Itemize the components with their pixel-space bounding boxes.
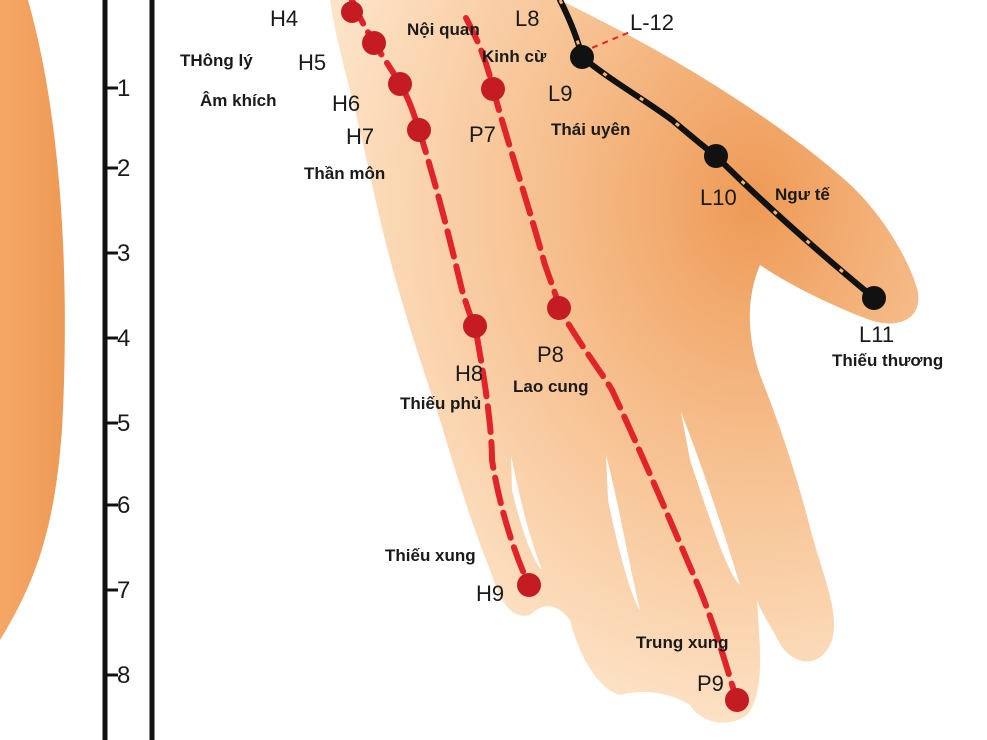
label-l8-name: Kinh cừ	[482, 47, 547, 66]
point-h8	[463, 314, 487, 338]
ruler-tick-label: 3	[117, 240, 130, 267]
ruler-tick-label: 1	[117, 75, 130, 102]
point-h9	[517, 573, 541, 597]
point-h5	[362, 31, 386, 55]
point-l9	[570, 45, 594, 69]
label-p7-name: Nội quan	[407, 20, 480, 39]
label-h8-name: Thiếu phủ	[400, 394, 481, 413]
point-l10	[704, 144, 728, 168]
hand-silhouette	[330, 0, 918, 723]
label-h7-code: H7	[346, 124, 374, 149]
label-p7-code: P7	[469, 122, 496, 147]
label-l11-name: Thiếu thương	[832, 351, 943, 370]
label-h9-code: H9	[476, 581, 504, 606]
label-h5-name: THông lý	[180, 51, 253, 70]
label-h6-name: Âm khích	[200, 91, 277, 110]
label-h9-name: Thiếu xung	[385, 546, 476, 565]
ruler-tick-label: 8	[117, 662, 130, 689]
ruler-tick-label: 5	[117, 410, 130, 437]
measurement-ruler: 1 2 3 4 5 6 7 8	[105, 0, 152, 740]
label-l8-code: L8	[515, 6, 539, 31]
label-l9-name: Thái uyên	[551, 120, 630, 139]
point-l11	[862, 286, 886, 310]
ruler-tick-label: 6	[117, 492, 130, 519]
label-p8-code: P8	[537, 342, 564, 367]
label-h7-name: Thần môn	[304, 164, 385, 183]
label-p8-name: Lao cung	[513, 377, 589, 396]
label-p9-code: P9	[697, 671, 724, 696]
label-h8-code: H8	[455, 361, 483, 386]
ruler-tick-label: 4	[117, 325, 130, 352]
left-arm-silhouette	[0, 0, 65, 640]
ruler-tick-label: 7	[117, 577, 130, 604]
label-p9-name: Trung xung	[636, 633, 729, 652]
label-h4-code: H4	[270, 6, 298, 31]
label-l12-partial: L-12	[630, 10, 674, 35]
point-h6	[388, 72, 412, 96]
label-l10-name: Ngư tế	[775, 185, 830, 204]
label-l11-code: L11	[859, 322, 894, 347]
label-h5-code: H5	[298, 50, 326, 75]
point-p8	[547, 296, 571, 320]
point-p9	[725, 688, 749, 712]
label-h6-code: H6	[332, 91, 360, 116]
ruler-tick-label: 2	[117, 155, 130, 182]
point-h4	[341, 1, 363, 23]
label-l10-code: L10	[700, 185, 737, 210]
point-h7	[407, 118, 431, 142]
point-p7	[481, 77, 505, 101]
label-l9-code: L9	[548, 81, 572, 106]
